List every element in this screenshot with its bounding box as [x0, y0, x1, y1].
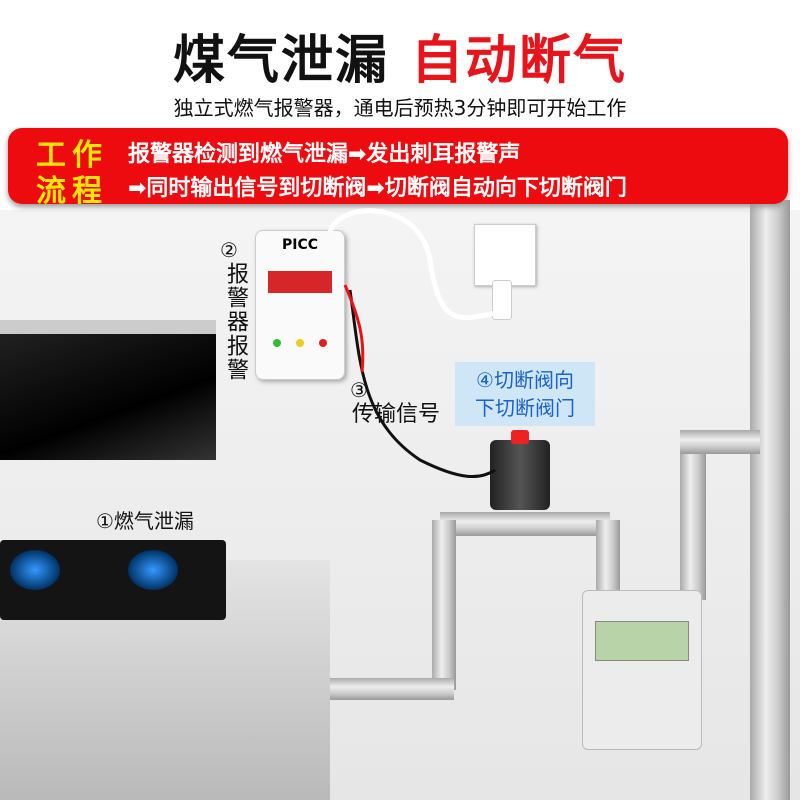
range-hood — [0, 330, 216, 460]
pipe-segment — [440, 512, 610, 536]
page-title: 煤气泄漏自动断气 — [172, 31, 628, 91]
alarm-step-text: 报警器报警 — [223, 262, 248, 382]
leak-label: ①燃气泄漏 — [96, 509, 194, 533]
certification-label — [268, 271, 332, 293]
valve-indicator-icon — [511, 430, 529, 444]
power-plug — [492, 280, 512, 320]
pipe-segment — [680, 440, 706, 600]
alarm-led-icon — [318, 339, 327, 347]
brand-logo: PICC — [281, 237, 319, 253]
shutoff-valve — [490, 430, 550, 510]
gas-alarm-device: PICC — [255, 230, 345, 380]
gas-meter — [582, 590, 702, 750]
pipe-segment — [596, 520, 620, 590]
power-cable — [327, 208, 501, 321]
subtitle: 独立式燃气报警器，通电后预热3分钟即可开始工作 — [173, 96, 627, 120]
valve-label: ④切断阀向 下切断阀门 — [455, 362, 595, 426]
power-socket — [474, 224, 536, 286]
signal-arrow-icon — [343, 284, 365, 373]
signal-cable — [348, 289, 496, 479]
burner-flame-icon — [10, 550, 60, 590]
pipe-segment — [432, 520, 456, 690]
workflow-banner: 工作 流程 报警器检测到燃气泄漏➡发出刺耳报警声 ➡同时输出信号到切断阀➡切断阀… — [8, 128, 788, 209]
vertical-gas-pipe — [750, 200, 790, 800]
range-hood-top — [0, 320, 216, 334]
power-led-icon — [273, 339, 282, 347]
burner-flame-icon — [128, 550, 178, 590]
signal-step-number: ③ — [350, 378, 368, 402]
fault-led-icon — [295, 339, 304, 347]
pipe-segment — [320, 678, 454, 700]
alarm-step-number: ② — [220, 238, 238, 262]
pipe-segment — [680, 430, 760, 454]
gas-stove — [0, 540, 226, 620]
